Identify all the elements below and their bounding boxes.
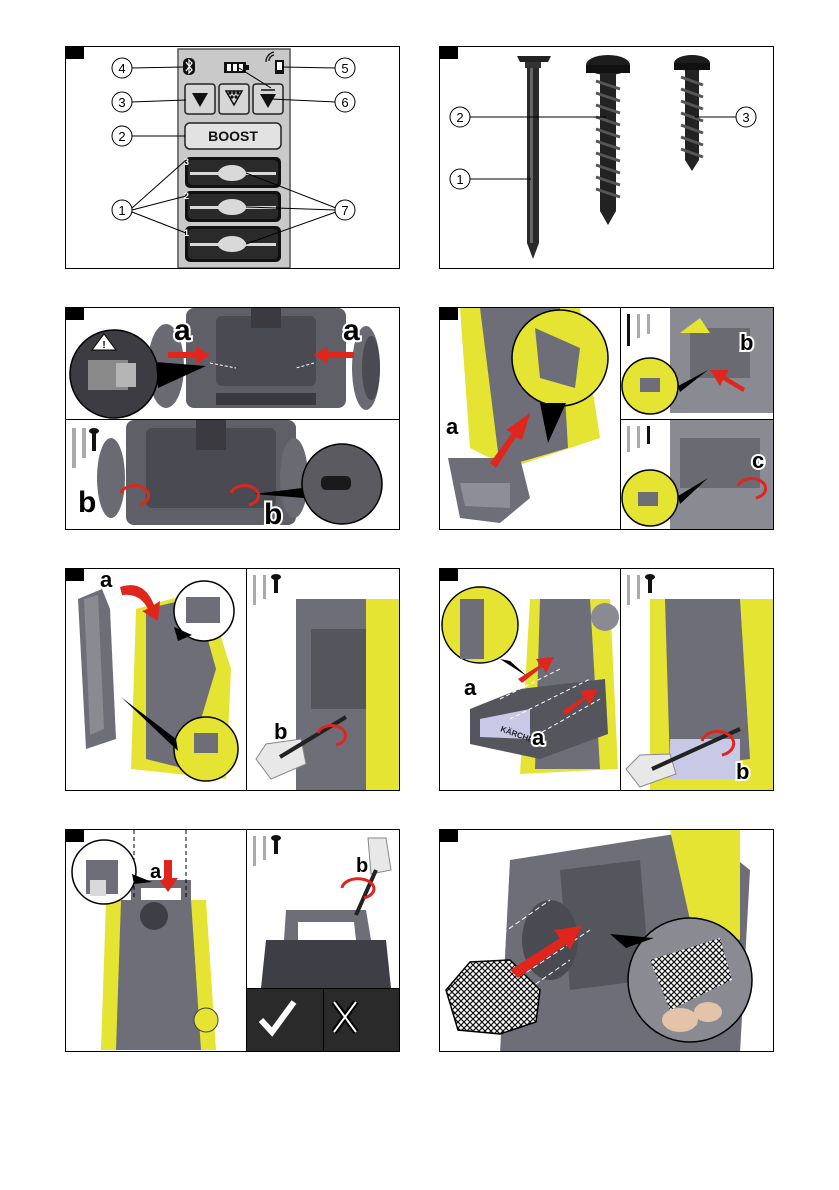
- label-a: a: [464, 675, 477, 700]
- label-a: a: [174, 314, 191, 347]
- small-screw-icon: [674, 55, 710, 171]
- label-b: b: [264, 498, 282, 530]
- large-screw-icon: [586, 55, 630, 225]
- screws-icon: [72, 428, 99, 468]
- figure-3-wheel-assembly: ! a a b b: [65, 307, 400, 530]
- callout-4: 4: [118, 61, 125, 76]
- label-a: a: [100, 569, 113, 592]
- screws-icon: [253, 835, 281, 866]
- label-a: a: [446, 414, 459, 439]
- side-cover-illustration: a b: [66, 569, 400, 791]
- screws-icon: [253, 574, 281, 605]
- label-b: b: [356, 855, 368, 877]
- figure-2-screws: 2 1 3: [439, 46, 774, 269]
- label-a: a: [343, 314, 360, 347]
- screws-icon: [627, 426, 650, 452]
- handle-illustration: a b: [66, 830, 400, 1052]
- control-panel-illustration: BOOST 3 2 1: [66, 47, 400, 269]
- callout-1: 1: [456, 172, 463, 187]
- label-a: a: [532, 725, 545, 750]
- callout-1: 1: [118, 203, 125, 218]
- mode-buttons: [185, 84, 283, 114]
- label-b: b: [736, 759, 749, 784]
- label-b: b: [274, 719, 287, 744]
- callout-5: 5: [341, 61, 348, 76]
- callout-6: 6: [341, 95, 348, 110]
- front-base-illustration: KÄRCHER a a b: [440, 569, 774, 791]
- wheel-assembly-illustration: ! a a b b: [66, 308, 400, 530]
- figure-6-front-base: KÄRCHER a a b: [439, 568, 774, 791]
- callout-2: 2: [118, 129, 125, 144]
- label-c: c: [752, 448, 764, 473]
- callout-2: 2: [456, 110, 463, 125]
- callout-3: 3: [118, 95, 125, 110]
- screws-illustration: 2 1 3: [440, 47, 774, 269]
- figure-5-side-cover: a b: [65, 568, 400, 791]
- pressure-level-buttons: [185, 157, 281, 262]
- boost-label: BOOST: [208, 128, 258, 144]
- long-pin-icon: [517, 56, 551, 259]
- filter-illustration: [440, 830, 774, 1052]
- bluetooth-icon: [183, 58, 195, 75]
- figure-7-handle: a b: [65, 829, 400, 1052]
- screws-icon: [627, 314, 650, 346]
- label-a: a: [150, 861, 162, 883]
- front-cover-illustration: a b c: [440, 308, 774, 530]
- callout-7: 7: [341, 203, 348, 218]
- label-b: b: [740, 330, 753, 355]
- label-b: b: [78, 486, 96, 519]
- figure-4-front-cover: a b c: [439, 307, 774, 530]
- figure-8-filter: [439, 829, 774, 1052]
- level-number-3: 3: [184, 157, 189, 167]
- svg-text:!: !: [102, 340, 105, 351]
- figure-1-control-panel: BOOST 3 2 1: [65, 46, 400, 269]
- callout-3: 3: [742, 110, 749, 125]
